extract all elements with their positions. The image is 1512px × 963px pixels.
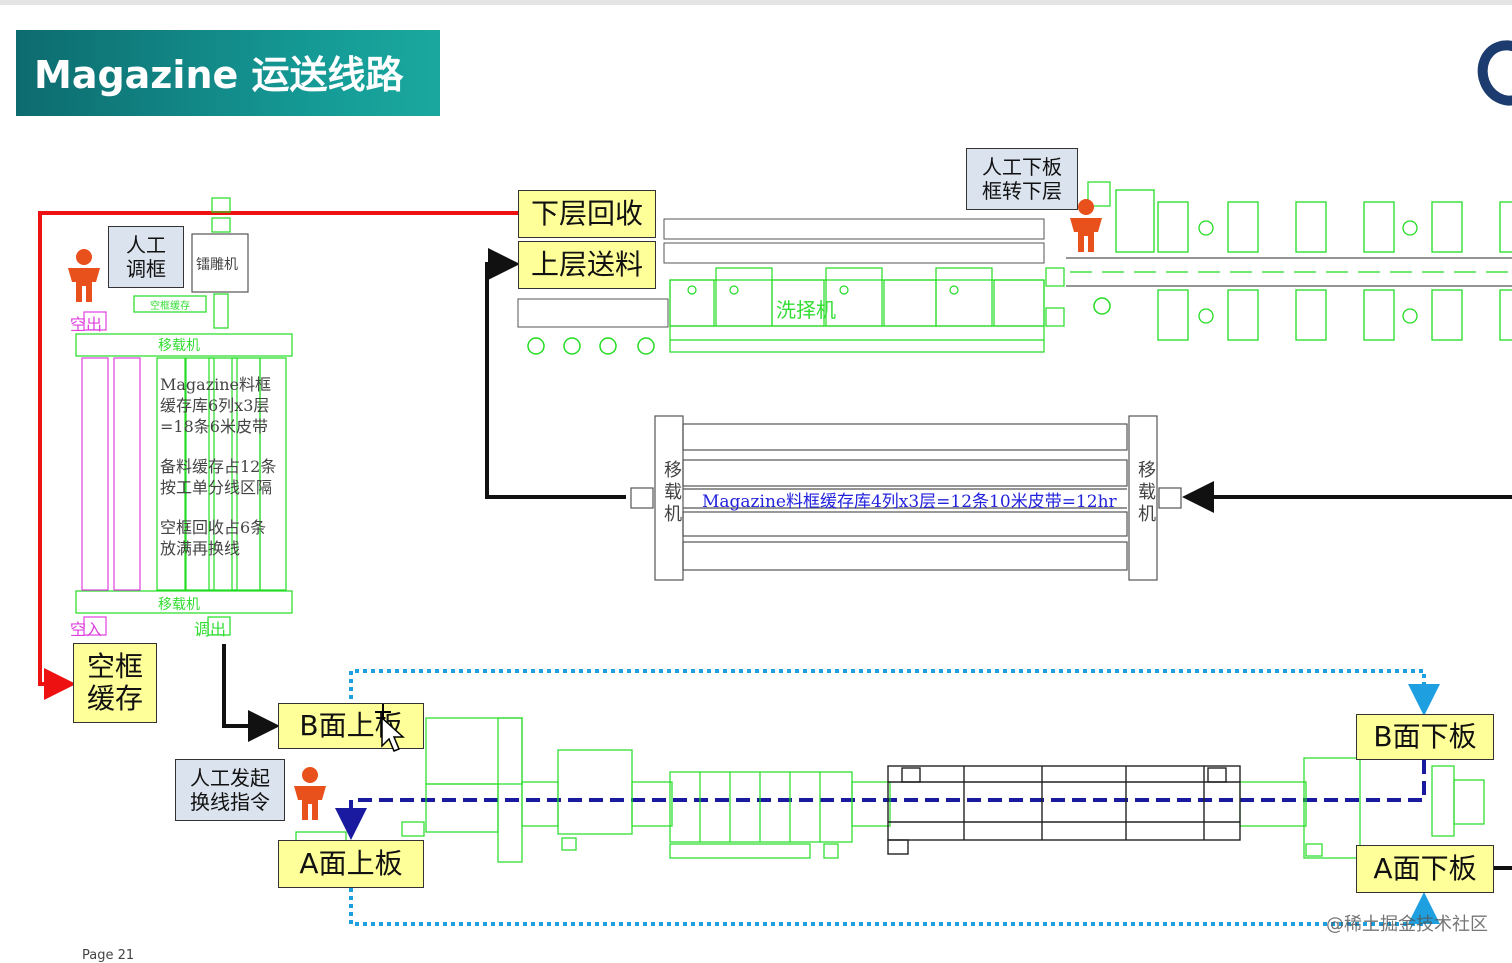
buffer-store — [630, 415, 1182, 581]
transfer-bottom-label: 移载机 — [158, 597, 200, 613]
manual-adjust-box: 人工 调框 — [108, 226, 184, 288]
manual-unload-box: 人工下板 框转下层 — [966, 148, 1078, 210]
transfer-left-label: 移载机 — [661, 460, 682, 526]
lower-recycle-label: 下层回收 — [518, 190, 656, 238]
empty-cache-box: 空框 缓存 — [73, 643, 157, 723]
empty-cache-small-label: 空框缓存 — [150, 301, 190, 312]
washer-machine — [669, 181, 1111, 353]
cyan-route-bottom — [349, 888, 1440, 926]
empty-in-label: 空入 — [70, 620, 103, 639]
left-storage — [75, 197, 293, 636]
upper-line — [517, 218, 1045, 328]
cursor-icon — [375, 704, 405, 752]
transfer-top-label: 移载机 — [158, 338, 200, 354]
washer-label: 洗择机 — [776, 298, 836, 322]
buffer-description: Magazine料框缓存库4列x3层=12条10米皮带=12hr — [702, 492, 1117, 512]
person-icon — [294, 767, 326, 820]
black-route-b-load — [222, 644, 280, 742]
store-description: Magazine料框缓存库6列x3层=18条6米皮带 备料缓存占12条按工单分线… — [160, 375, 277, 558]
cyan-route-top — [349, 669, 1440, 716]
transfer-right-label: 移载机 — [1135, 460, 1156, 526]
oven — [887, 765, 1241, 855]
person-icon — [1070, 199, 1102, 252]
laser-machine-label: 镭雕机 — [196, 257, 238, 273]
watermark: @稀土掘金技术社区 — [1326, 914, 1488, 935]
manual-change-box: 人工发起 换线指令 — [175, 759, 285, 821]
right-upper-line — [1066, 189, 1512, 341]
a-side-unload-label: A面下板 — [1356, 845, 1494, 893]
upper-feed-label: 上层送料 — [518, 241, 656, 289]
wheels — [527, 297, 1111, 355]
b-side-unload-label: B面下板 — [1356, 714, 1494, 760]
page-title: Magazine 运送线路 — [34, 53, 404, 97]
page-number: Page 21 — [82, 948, 135, 963]
red-route — [38, 211, 518, 700]
adjust-out-label: 调出 — [194, 620, 227, 639]
top-bar — [0, 0, 1512, 5]
a-side-load-label: A面上板 — [278, 840, 424, 888]
title-banner: Magazine 运送线路 — [16, 30, 440, 116]
empty-out-label: 空出 — [70, 315, 103, 334]
person-icon — [68, 249, 100, 302]
black-route-feed — [485, 248, 626, 499]
